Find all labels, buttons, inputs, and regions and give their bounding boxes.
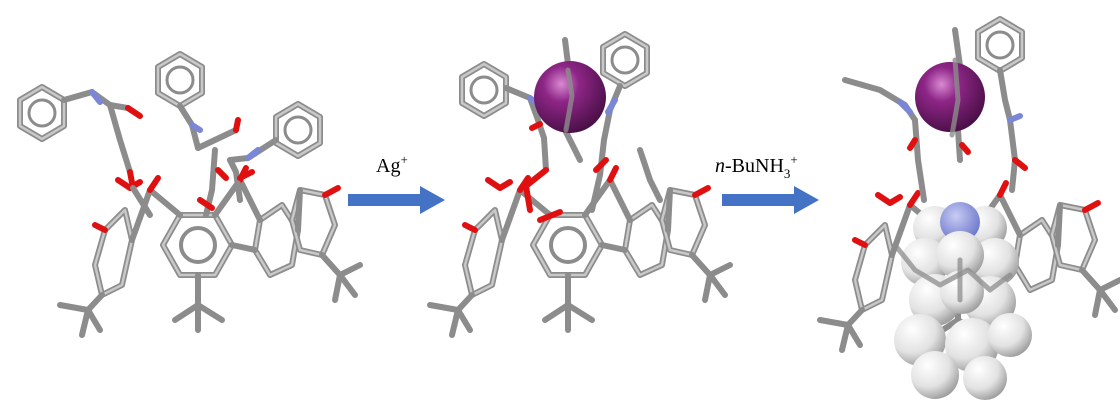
pyridine-ring-icon bbox=[20, 87, 64, 139]
silver-complex bbox=[430, 34, 730, 335]
silver-ion-sphere bbox=[915, 62, 985, 132]
free-calixarene-ligand bbox=[20, 54, 360, 335]
reaction-arrow-silver: Ag+ bbox=[348, 152, 445, 214]
right-arrow-icon bbox=[722, 186, 819, 214]
silver-ion-label: Ag+ bbox=[376, 152, 408, 177]
butylammonium-spacefill bbox=[892, 202, 1032, 400]
right-arrow-icon bbox=[348, 186, 445, 214]
reaction-arrow-ammonium: n-BuNH3+ bbox=[715, 152, 819, 214]
butylammonium-label: n-BuNH3+ bbox=[715, 152, 798, 181]
silver-ammonium-complex bbox=[820, 19, 1120, 400]
